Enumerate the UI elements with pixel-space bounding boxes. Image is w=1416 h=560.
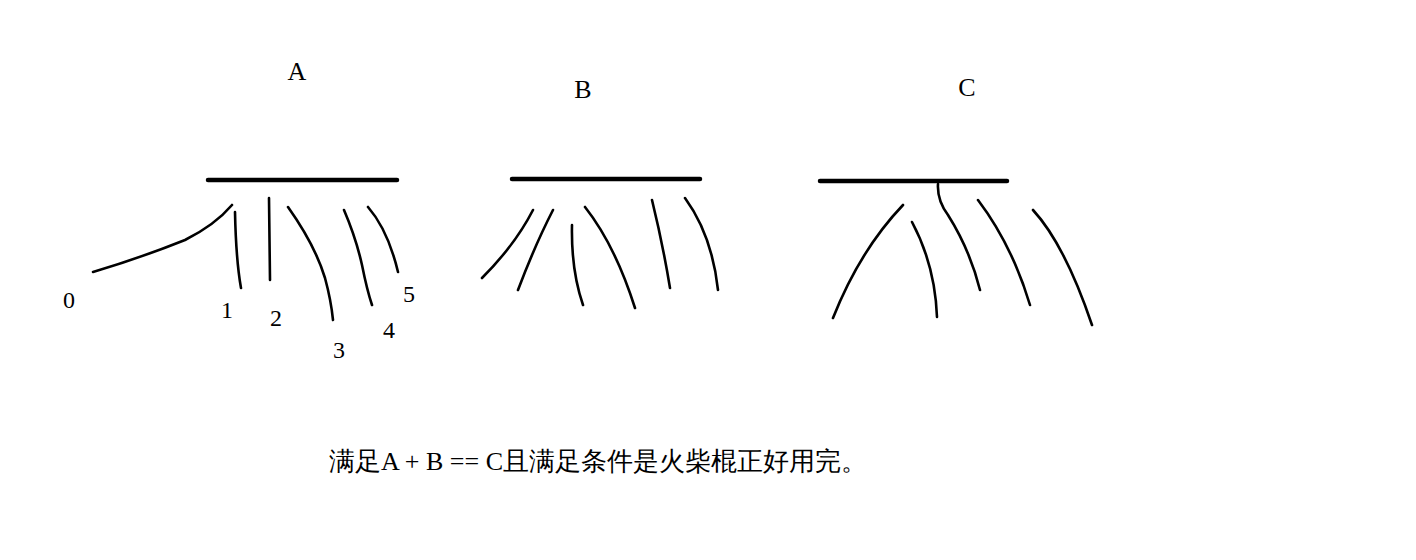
horizontal-stick: [820, 179, 1007, 184]
callout-number: 2: [270, 306, 282, 330]
stick: [572, 225, 583, 305]
stick: [269, 198, 270, 280]
stick: [288, 207, 333, 320]
stick: [912, 222, 937, 317]
horizontal-stick: [208, 178, 397, 183]
group-letter: A: [288, 59, 307, 85]
callout-number: 0: [63, 288, 75, 312]
horizontal-stick: [512, 177, 700, 182]
group-letter: C: [958, 75, 975, 101]
callout-number: 3: [333, 338, 345, 362]
stick: [93, 205, 232, 272]
stick: [344, 210, 372, 305]
caption: 满足A + B == C且满足条件是火柴棍正好用完。: [329, 446, 867, 477]
group-letter: B: [574, 77, 591, 103]
stick: [1033, 210, 1092, 325]
callout-number: 1: [221, 298, 233, 322]
stick: [833, 205, 903, 318]
stick: [235, 212, 241, 288]
stick: [518, 210, 553, 290]
stick: [652, 200, 670, 288]
callout-number: 5: [403, 282, 415, 306]
stick: [978, 200, 1030, 305]
stick: [368, 207, 398, 272]
stick: [585, 207, 635, 308]
stick: [685, 198, 718, 290]
stick: [938, 184, 980, 290]
callout-number: 4: [383, 318, 395, 342]
